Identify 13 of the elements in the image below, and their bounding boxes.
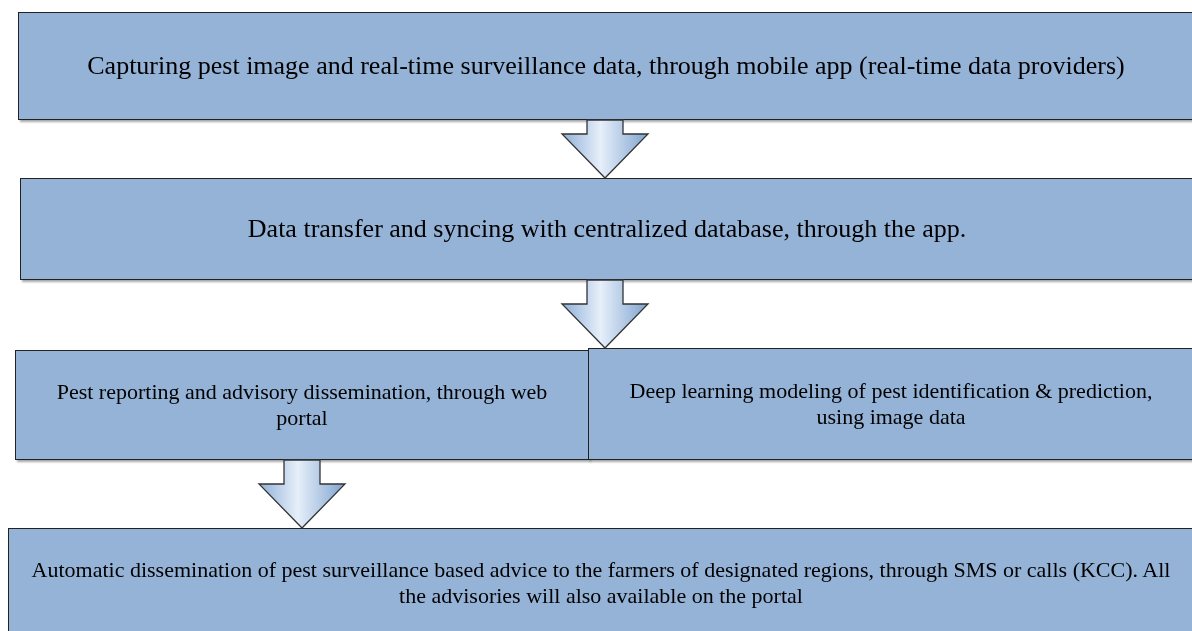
box-text: Automatic dissemination of pest surveillance based advice to the farmers of designated regions, through SMS or calls (KCC). All the advisories will also available on the portal [30, 557, 1172, 609]
process-box [8, 528, 1192, 631]
process-box [15, 350, 589, 460]
box-text: Capturing pest image and real-time surveillance data, through mobile app (real-time data providers) [86, 51, 1126, 81]
process-box [18, 12, 1192, 120]
box-text: Data transfer and syncing with centralized database, through the app. [246, 214, 968, 244]
process-box [20, 178, 1192, 280]
block-arrow [257, 459, 347, 529]
block-arrow [560, 279, 650, 349]
block-arrow [560, 119, 650, 179]
box-text: Deep learning modeling of pest identification & prediction, using image data [628, 378, 1154, 430]
box-text: Pest reporting and advisory dissemination, through web portal [55, 379, 549, 431]
process-box [588, 348, 1192, 460]
